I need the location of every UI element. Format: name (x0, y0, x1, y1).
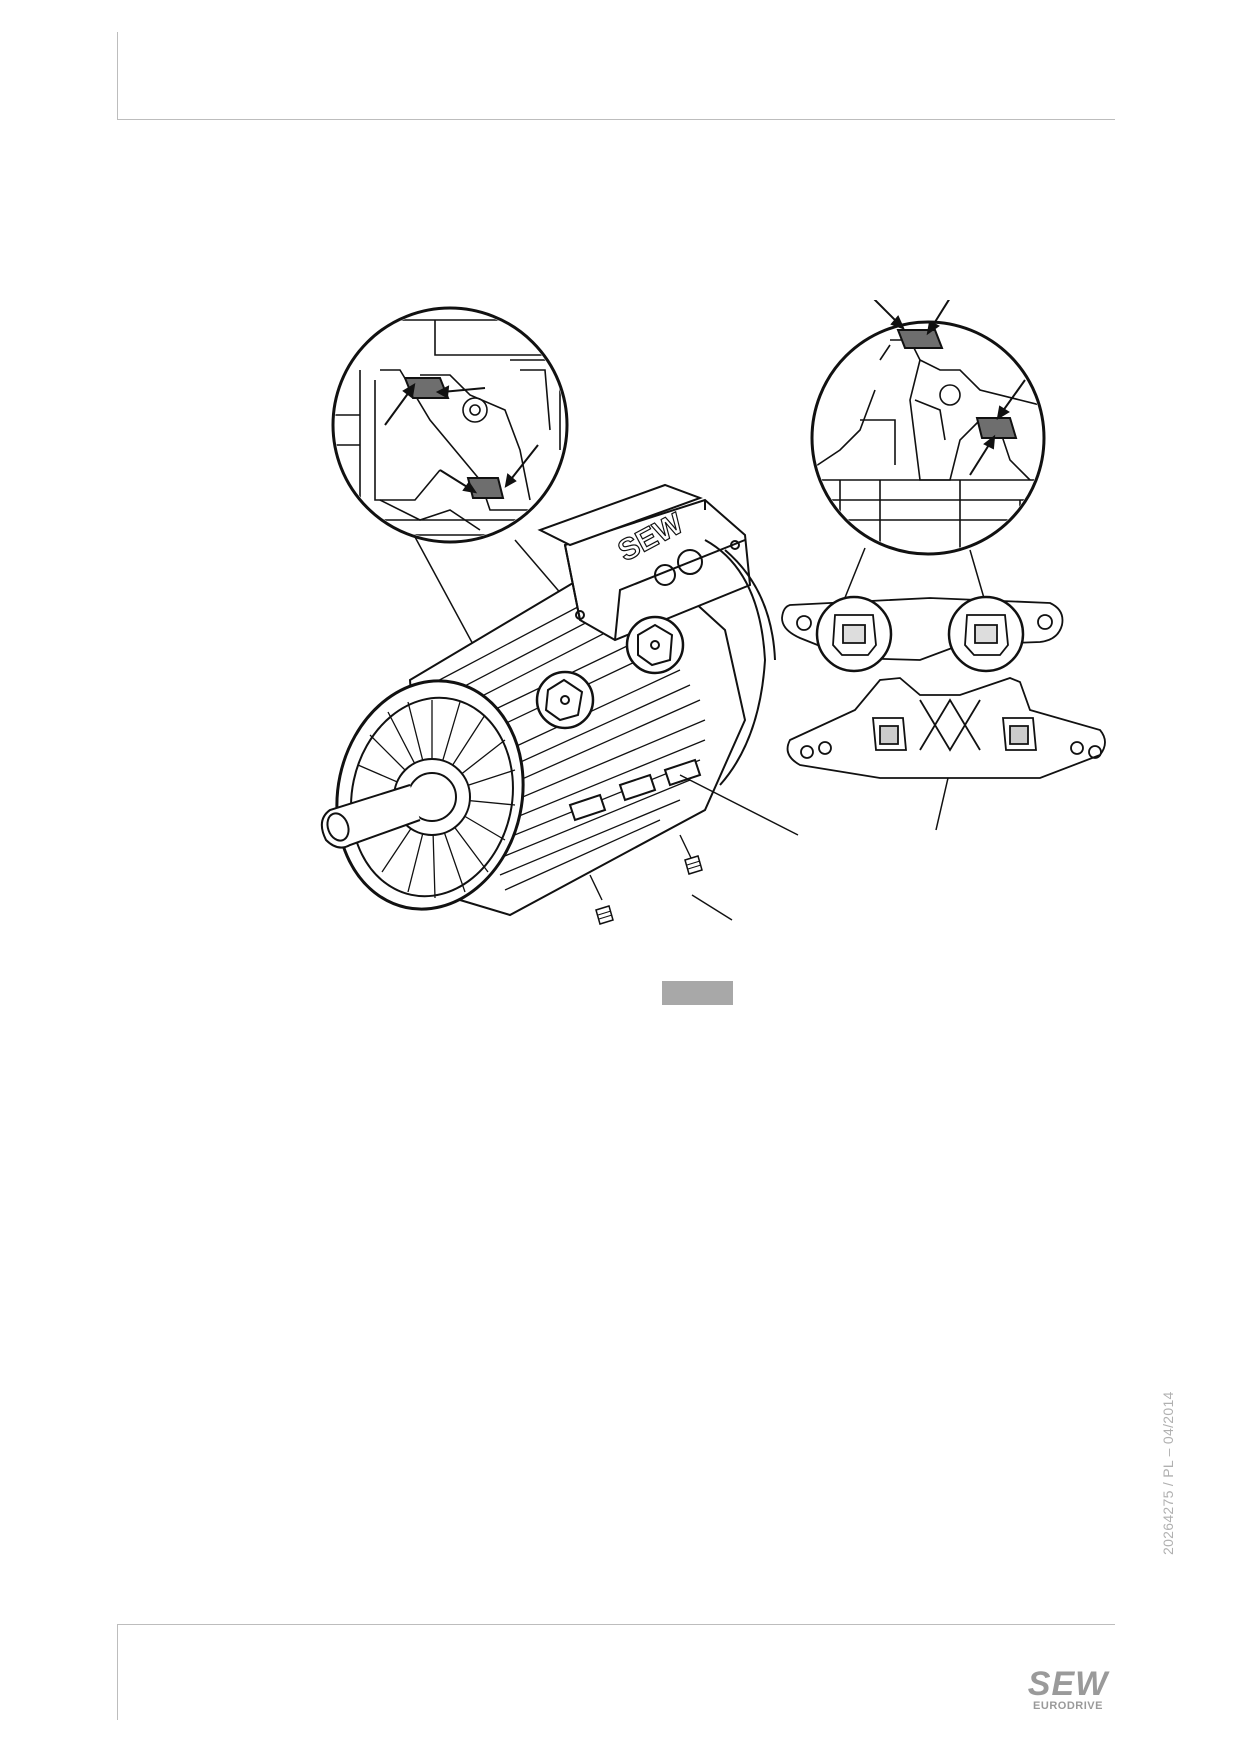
motor-body: SEW (320, 483, 799, 925)
motor-illustration: SEW (320, 300, 1120, 940)
figure-caption-box (662, 981, 733, 1005)
detail-zoom-icon (331, 306, 606, 686)
page-frame-line (117, 1624, 118, 1720)
page-frame-line (117, 32, 118, 120)
detail-zoom-icon (810, 300, 1046, 606)
logo-sub-text: EURODRIVE (1033, 1700, 1103, 1712)
header-rule (117, 119, 1115, 120)
document-id: 20264275 / PL – 04/2014 (1160, 1391, 1176, 1555)
footer-rule (117, 1624, 1115, 1625)
sew-eurodrive-logo: SEW EURODRIVE (1022, 1665, 1114, 1714)
terminal-bridge-icon (781, 595, 1064, 673)
terminal-bridge-icon (786, 677, 1106, 831)
logo-main-text: SEW (1027, 1665, 1109, 1703)
